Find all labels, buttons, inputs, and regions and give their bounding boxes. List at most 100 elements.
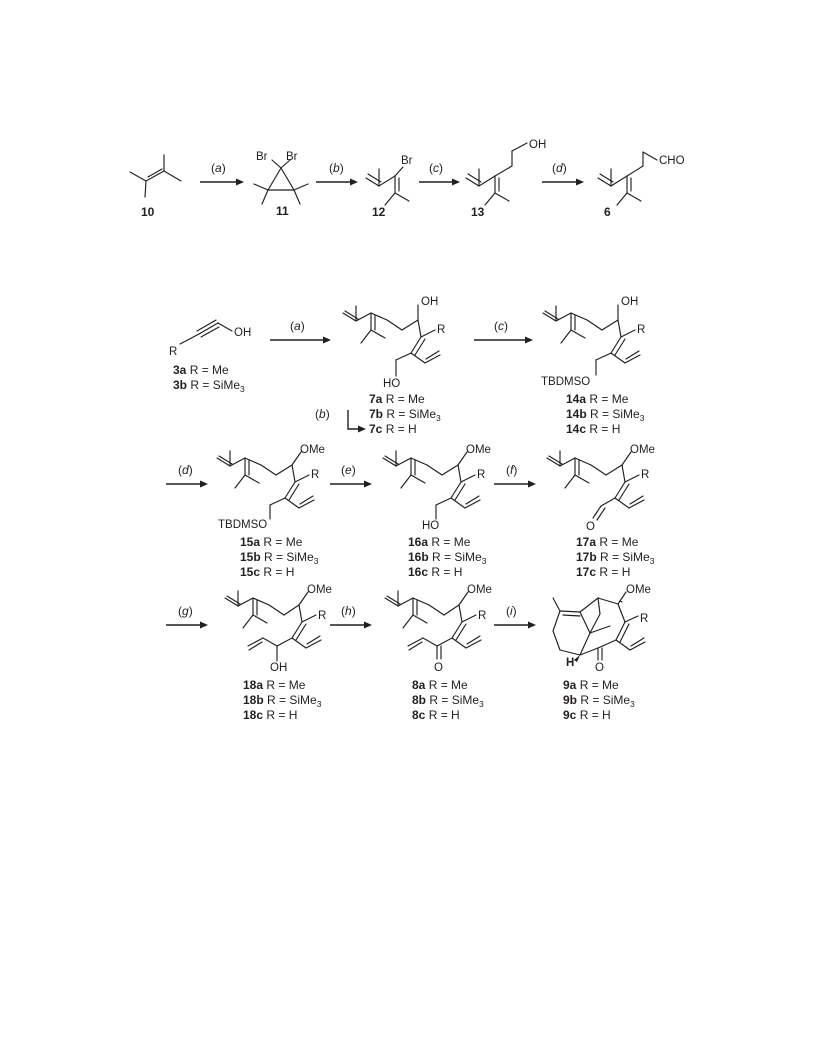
step-e-label: (e) xyxy=(341,463,356,477)
molecule-15 xyxy=(216,450,315,520)
compound-label: 11 xyxy=(276,204,289,218)
hydroxyl-group: HO xyxy=(383,378,400,390)
methoxy-group: OMe xyxy=(466,444,491,456)
step-a-label: (a) xyxy=(290,319,305,333)
compound-variant-label: 9a R = Me xyxy=(563,678,619,692)
methoxy-group: OMe xyxy=(467,584,492,596)
step-c-label: (c) xyxy=(494,319,508,333)
compound-variant-label: 8b R = SiMe3 xyxy=(412,693,484,709)
reaction-arrow xyxy=(419,178,460,186)
compound-label: 12 xyxy=(372,205,386,219)
step-h-label: (h) xyxy=(341,604,356,618)
compound-variant-label: 15b R = SiMe3 xyxy=(240,550,319,566)
step-c-label: (c) xyxy=(429,161,443,175)
compound-variant-label: 17b R = SiMe3 xyxy=(576,550,655,566)
molecule-6 xyxy=(597,151,658,206)
bent-reaction-arrow xyxy=(347,410,366,433)
step-g-label: (g) xyxy=(178,604,193,618)
carbonyl-oxygen: O xyxy=(595,662,604,674)
r-group: R xyxy=(169,346,177,358)
r-group: R xyxy=(477,469,485,481)
methoxy-group: OMe xyxy=(630,444,655,456)
compound-variant-label: 14a R = Me xyxy=(566,392,629,406)
step-i-label: (i) xyxy=(506,604,517,618)
silyl-ether-group: TBDMSO xyxy=(541,376,590,388)
molecule-14 xyxy=(542,304,641,376)
step-a-label: (a) xyxy=(211,161,226,175)
compound-variant-label: 7b R = SiMe3 xyxy=(369,407,441,423)
reaction-arrow xyxy=(494,480,536,488)
step-d-label: (d) xyxy=(552,161,567,175)
molecule-16 xyxy=(382,450,481,520)
carbonyl-oxygen: O xyxy=(586,521,595,533)
reaction-arrow xyxy=(330,621,372,629)
r-group: R xyxy=(478,610,486,622)
bromine-atom: Br xyxy=(401,155,413,167)
bromine-atom: Br xyxy=(256,151,268,163)
r-group: R xyxy=(437,324,445,336)
methoxy-group: OMe xyxy=(300,444,325,456)
compound-variant-label: 7a R = Me xyxy=(369,392,425,406)
aldehyde-group: CHO xyxy=(659,155,685,167)
hydroxyl-group: HO xyxy=(422,520,439,532)
step-f-label: (f) xyxy=(506,463,517,477)
silyl-ether-group: TBDMSO xyxy=(218,519,267,531)
bromine-atom: Br xyxy=(286,151,298,163)
compound-variant-label: 3b R = SiMe3 xyxy=(173,378,245,394)
compound-variant-label: 18b R = SiMe3 xyxy=(243,693,322,709)
molecule-11 xyxy=(253,159,309,205)
hydroxyl-group: OH xyxy=(234,327,251,339)
hydrogen-atom: H xyxy=(566,657,574,669)
carbonyl-oxygen: O xyxy=(434,662,443,674)
compound-variant-label: 16b R = SiMe3 xyxy=(408,550,487,566)
molecule-17 xyxy=(546,450,645,521)
compound-variant-label: 18a R = Me xyxy=(243,678,306,692)
molecule-7 xyxy=(342,304,441,377)
compound-variant-label: 16c R = H xyxy=(408,565,462,579)
compound-variant-label: 9b R = SiMe3 xyxy=(563,693,635,709)
compound-variant-label: 15a R = Me xyxy=(240,535,303,549)
molecule-12 xyxy=(365,166,410,206)
compound-variant-label: 8c R = H xyxy=(412,708,460,722)
r-group: R xyxy=(641,469,649,481)
molecule-10 xyxy=(129,154,182,198)
reaction-arrow xyxy=(542,178,584,186)
reaction-arrow xyxy=(474,336,533,344)
hydroxyl-group: OH xyxy=(529,139,546,151)
reaction-arrow xyxy=(166,621,208,629)
molecule-3 xyxy=(179,319,233,345)
hydroxyl-group: OH xyxy=(270,662,287,674)
reaction-arrow xyxy=(494,621,536,629)
hydroxyl-group: OH xyxy=(621,296,638,308)
compound-label: 13 xyxy=(471,205,485,219)
r-group: R xyxy=(637,324,645,336)
compound-variant-label: 18c R = H xyxy=(243,708,297,722)
reaction-arrow xyxy=(330,480,372,488)
molecule-18 xyxy=(224,590,322,662)
step-d-label: (d) xyxy=(178,463,193,477)
molecule-8 xyxy=(384,590,482,660)
molecule-9 xyxy=(552,591,646,662)
methoxy-group: OMe xyxy=(307,584,332,596)
compound-variant-label: 14c R = H xyxy=(566,422,620,436)
reaction-arrow xyxy=(270,336,331,344)
compound-variant-label: 15c R = H xyxy=(240,565,294,579)
hydroxyl-group: OH xyxy=(421,296,438,308)
compound-variant-label: 17a R = Me xyxy=(576,535,639,549)
compound-variant-label: 17c R = H xyxy=(576,565,630,579)
compound-label: 6 xyxy=(604,205,611,219)
compound-variant-label: 14b R = SiMe3 xyxy=(566,407,645,423)
step-b-label: (b) xyxy=(315,407,330,421)
compound-variant-label: 3a R = Me xyxy=(173,363,229,377)
r-group: R xyxy=(311,469,319,481)
compound-label: 10 xyxy=(141,205,155,219)
reaction-arrow xyxy=(166,480,208,488)
reaction-arrow xyxy=(200,178,244,186)
step-b-label: (b) xyxy=(329,161,344,175)
molecule-13 xyxy=(465,142,528,206)
compound-variant-label: 9c R = H xyxy=(563,708,611,722)
methoxy-group: OMe xyxy=(626,584,651,596)
r-group: R xyxy=(318,610,326,622)
reaction-arrow xyxy=(316,178,358,186)
